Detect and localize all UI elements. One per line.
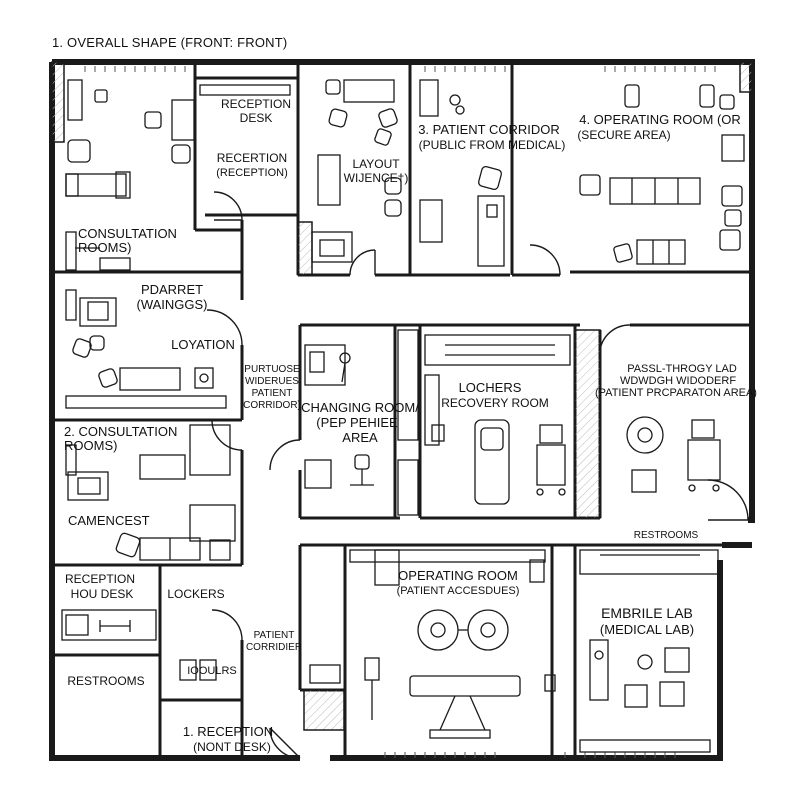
room-label: (PEP PEHIEE [316,415,398,430]
room-label: PDARRET [141,282,203,297]
room-label: CAMENCEST [68,513,150,528]
room-label: HOU DESK [71,587,134,601]
room-label: PATIENT [254,630,295,641]
room-labels: RECEPTION DESK RECERTION (RECEPTION) LAY… [64,97,757,754]
room-label: (MEDICAL LAB) [600,622,694,637]
room-label: RECEPTION [221,97,291,111]
room-label: LAYOUT [352,157,400,171]
room-label: (NONT DESK) [193,740,271,754]
room-label: RECEPTION [65,572,135,586]
room-label: CORRIDIER [246,642,302,653]
room-label: LOCKERS [167,587,224,601]
room-label: (PATIENT ACCESDUES) [397,585,520,597]
room-label: (RECEPTION) [216,167,288,179]
chair-icon [94,89,108,103]
surgical-light-icon [467,609,509,651]
room-label: PASSL-THROGY LAD [627,363,737,375]
sofa-icon [139,454,186,480]
room-label: LOYATION [171,337,235,352]
room-label: OPERATING ROOM [398,568,518,583]
room-label: 2. CONSULTATION [64,424,177,439]
furniture [61,79,745,753]
room-label: RECOVERY ROOM [441,396,549,410]
room-label: RESTROOMS [634,530,699,541]
room-label: WIDERUES [245,376,299,387]
room-label: AREA [342,430,378,445]
chair-icon [354,454,370,470]
surgical-light-icon [626,416,664,454]
room-label: WIJENCE†) [344,171,409,185]
room-label: RECERTION [217,151,287,165]
bed-icon [65,173,127,197]
room-label: (PUBLIC FROM MEDICAL) [419,138,566,152]
hatched-walls [51,61,753,731]
window-bands [56,66,752,758]
bed-icon [79,297,117,327]
room-label: IOOULRS [187,665,237,677]
room-label: ROOMS) [78,240,131,255]
door-swing-icon [206,191,749,759]
chair-icon [144,111,162,129]
room-label: PURTUOSE [244,364,300,375]
table-icon [311,231,353,263]
chair-icon [419,79,439,117]
monitor-cart-icon [691,419,715,439]
bed-icon [67,471,109,501]
cabinet-icon [67,79,83,121]
room-label: LOCHERS [459,380,522,395]
surgical-light-icon [417,609,459,651]
desk-icon [171,99,195,141]
room-label: RESTROOMS [67,674,144,688]
room-label: (WAINGGS) [136,297,207,312]
chair-icon [67,139,91,163]
room-label: EMBRILE LAB [601,605,693,621]
room-label: CONSULTATION [78,226,177,241]
sofa-icon [343,79,395,103]
chair-icon [171,144,191,164]
bed-icon [474,419,510,505]
sofa-icon [119,367,181,391]
sofa-icon [317,154,341,206]
room-label: 1. RECEPTION [183,724,273,739]
room-label: CHANGING ROOM/ [301,400,419,415]
monitor-cart-icon [539,424,563,444]
plan-title: 1. OVERALL SHAPE (FRONT: FRONT) [52,35,288,50]
room-label: DESK [240,111,273,125]
room-label: (SECURE AREA) [577,128,670,142]
room-label: PATIENT [252,388,293,399]
operating-table-icon [409,675,521,697]
room-label: 3. PATIENT CORRIDOR [418,122,560,137]
room-label: CORRIDOR) [243,400,301,411]
room-label: WDWDGH WIDODERF [620,375,736,387]
room-label: (PATIENT PRCPARATON AREA) [595,387,757,399]
room-label: ROOMS) [64,438,117,453]
room-label: 4. OPERATING ROOM (OR [579,112,741,127]
